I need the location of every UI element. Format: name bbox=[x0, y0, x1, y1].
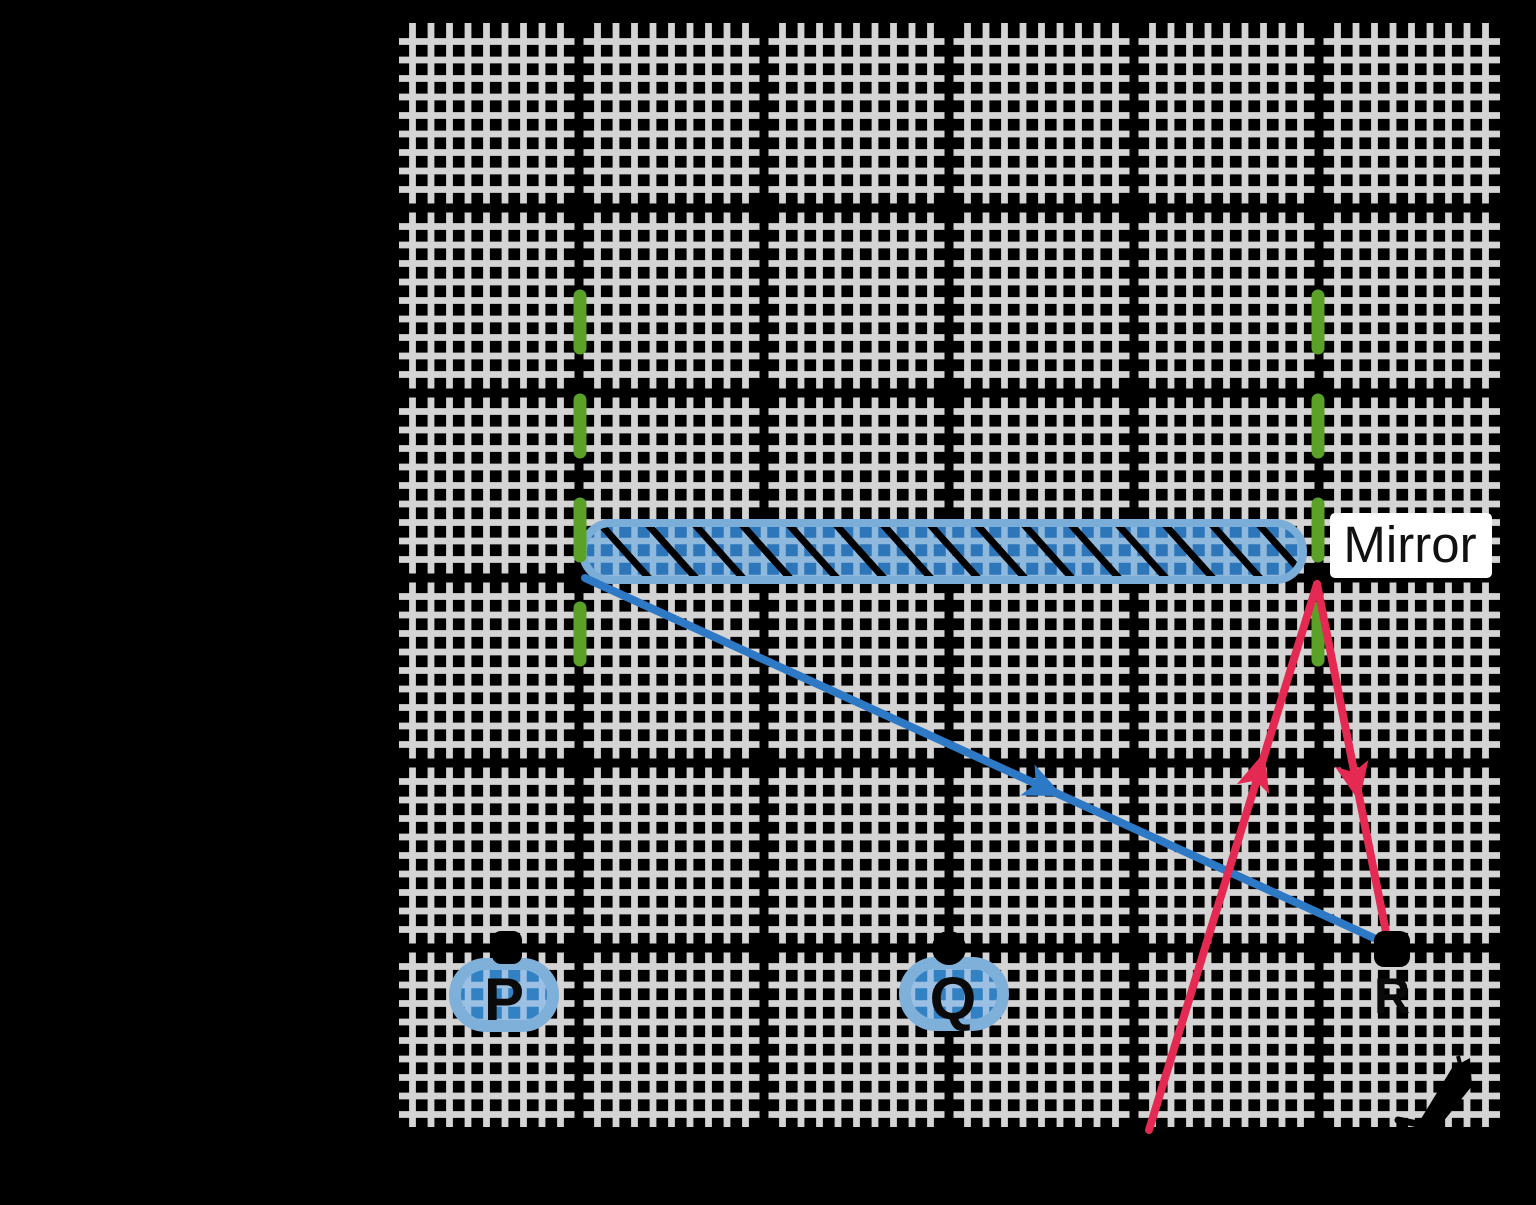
label-q: Q bbox=[930, 965, 977, 1032]
mirror-label-box bbox=[1330, 513, 1492, 578]
position-markers bbox=[492, 931, 1410, 967]
position-badges bbox=[449, 957, 1009, 1032]
mirror-label: Mirror bbox=[1343, 516, 1476, 573]
mirror-extent-dashed-lines bbox=[573, 289, 1325, 707]
label-r: R bbox=[1374, 968, 1410, 1024]
light-rays bbox=[581, 574, 1391, 1134]
pen-icon bbox=[1394, 1055, 1472, 1130]
label-p: P bbox=[484, 966, 524, 1033]
mirror-bar bbox=[579, 519, 1307, 584]
